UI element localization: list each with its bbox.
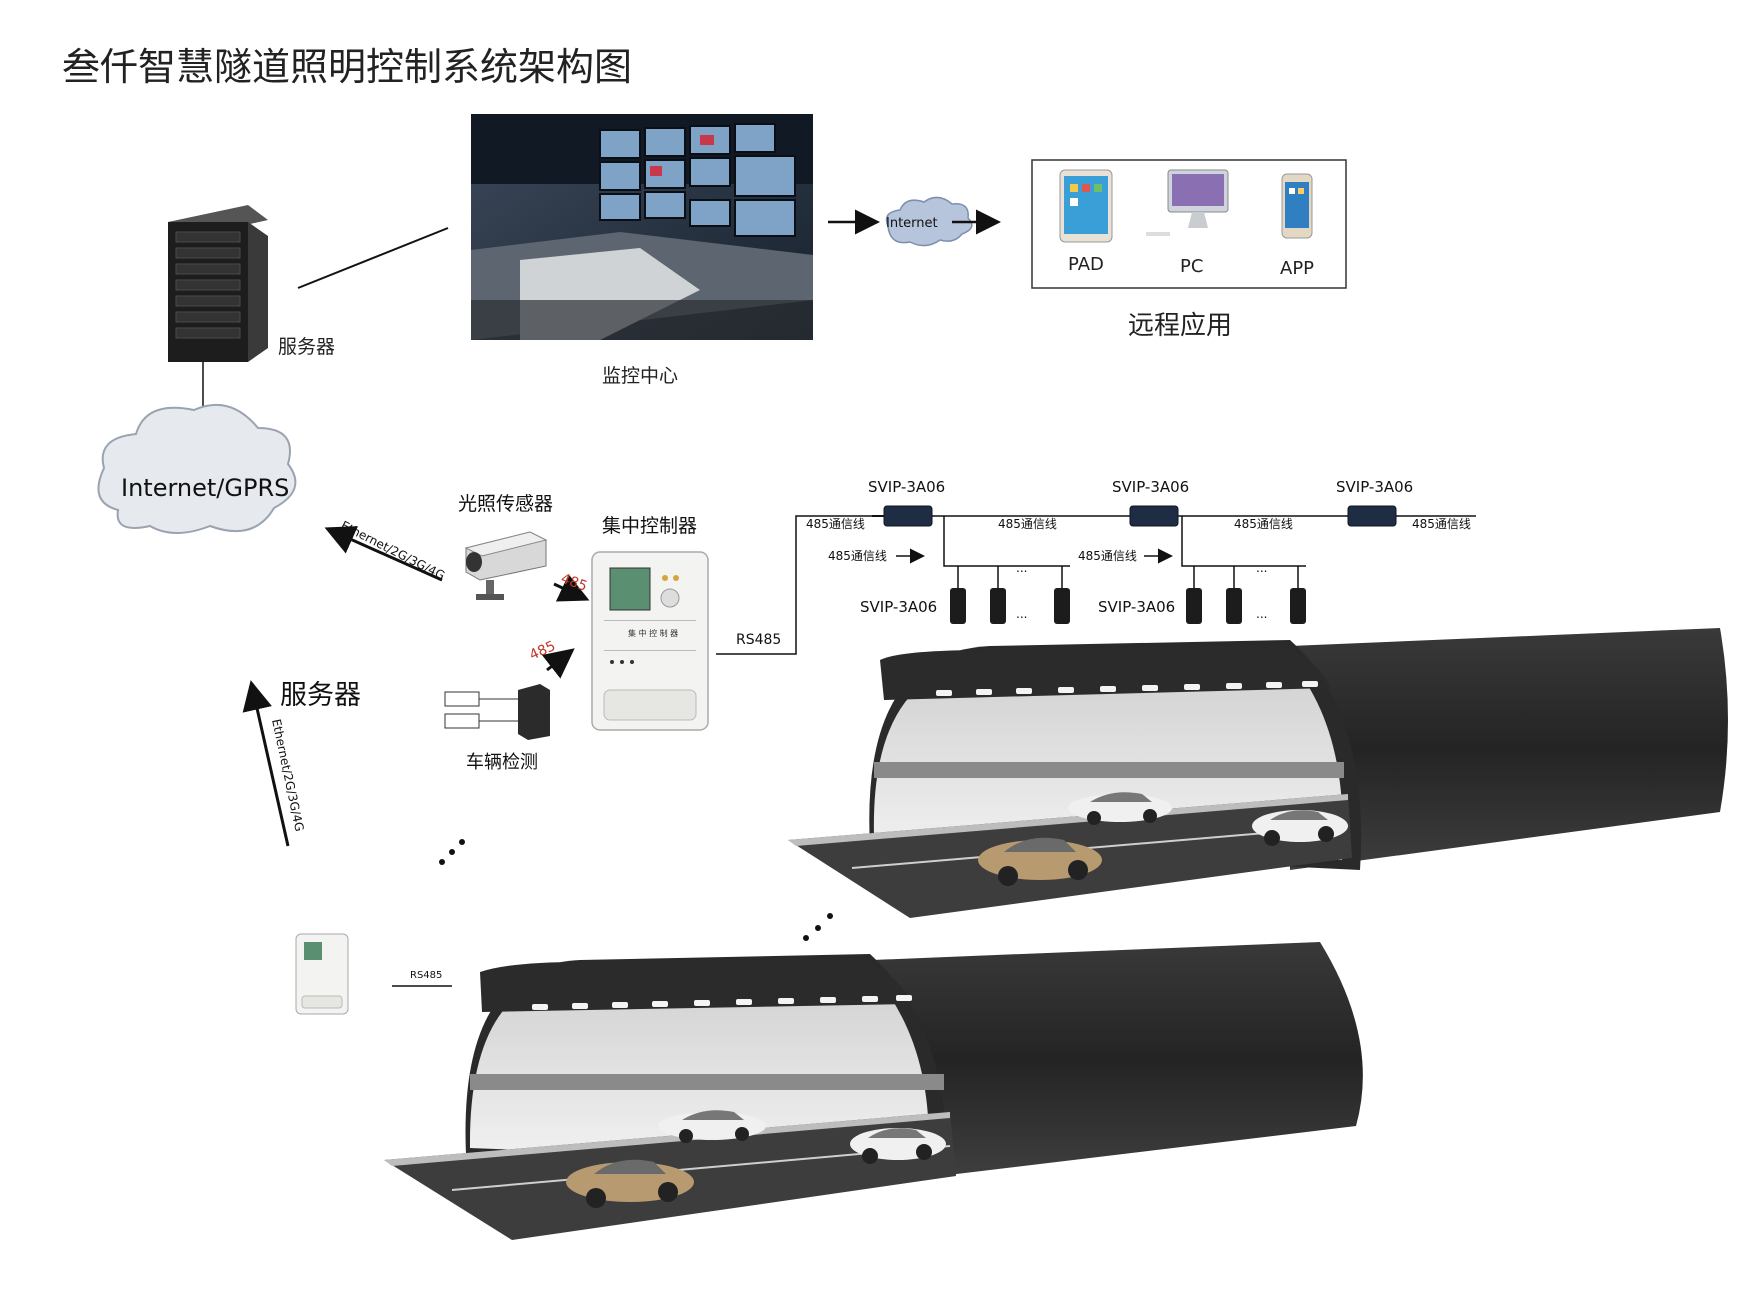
gprs-cloud-icon [97, 403, 297, 534]
remote-apps-title: 远程应用 [1128, 311, 1232, 341]
page-title: 叁仟智慧隧道照明控制系统架构图 [62, 45, 632, 89]
monitoring-center-label: 监控中心 [602, 365, 678, 387]
car-upper-2 [1068, 792, 1172, 825]
car-lower-3 [850, 1128, 946, 1164]
bus-module-2-icon [1129, 505, 1179, 527]
ethernet-label-left: Ethernet/2G/3G/4G [269, 718, 307, 833]
bus-module-label-2: SVIP-3A06 [1112, 478, 1189, 496]
protocol-485-label-a: 485 [559, 571, 590, 595]
rs485-small-label: RS485 [410, 970, 442, 981]
vehicle-detection-label: 车辆检测 [466, 752, 538, 773]
internet-cloud-icon [885, 196, 973, 247]
bus-wire-label-2: 485通信线 [998, 517, 1057, 531]
ethernet-arrow-left [242, 680, 290, 847]
desktop-icon [1146, 169, 1229, 236]
remote-device-label-pad: PAD [1068, 254, 1104, 275]
light-sensor-label: 光照传感器 [458, 493, 553, 515]
driver-label-2: SVIP-3A06 [1098, 598, 1175, 616]
detector-to-controller-arrow [541, 648, 575, 679]
internet-cloud-label: Internet [886, 216, 938, 231]
branch-wire-label-2: 485通信线 [1078, 549, 1137, 563]
small-controller-icon [295, 933, 349, 1015]
ellipsis-driver-2b: ... [1256, 607, 1267, 621]
ellipsis-driver-2a: ... [1256, 561, 1267, 575]
ethernet-label-top: Ethernet/2G/3G/4G [339, 518, 447, 583]
light-sensor-icon [464, 531, 548, 600]
monitoring-center-image [471, 114, 813, 340]
car-lower-2 [658, 1110, 766, 1143]
server-big-label: 服务器 [280, 680, 361, 711]
car-upper-3 [1252, 810, 1348, 846]
branch-wire-label-1: 485通信线 [828, 549, 887, 563]
tablet-icon [1059, 169, 1113, 243]
continuation-dots-1 [439, 839, 465, 865]
driver-group-1-icons [950, 588, 1070, 624]
bus-wire-label-1: 485通信线 [806, 517, 865, 531]
tunnel-upper [788, 628, 1728, 918]
phone-icon [1281, 173, 1313, 239]
bus-wire-label-3: 485通信线 [1234, 517, 1293, 531]
tunnel-lower [384, 942, 1363, 1240]
bus-module-label-3: SVIP-3A06 [1336, 478, 1413, 496]
driver-group-1 [943, 516, 1070, 590]
car-lower-1 [566, 1159, 694, 1208]
car-upper-1 [978, 837, 1102, 886]
bus-module-3-icon [1347, 505, 1397, 527]
ethernet-arrow-top [324, 526, 443, 582]
gprs-cloud-label: Internet/GPRS [121, 474, 289, 502]
controller-panel-text: 集 中 控 制 器 [628, 628, 678, 638]
bus-wire-label-4: 485通信线 [1412, 517, 1471, 531]
continuation-dots-2 [803, 913, 833, 941]
server-label: 服务器 [278, 336, 335, 358]
protocol-485-label-b: 485 [527, 638, 558, 663]
driver-group-2 [1181, 516, 1306, 590]
driver-label-1: SVIP-3A06 [860, 598, 937, 616]
remote-device-label-app: APP [1280, 258, 1314, 279]
vehicle-detector-icon [444, 684, 550, 740]
sensor-to-controller-arrow [553, 574, 590, 602]
server-rack-icon [168, 205, 268, 362]
rs485-main-bus [716, 515, 1476, 655]
ellipsis-driver-1a: ... [1016, 561, 1027, 575]
bus-module-1-icon [872, 505, 933, 527]
remote-device-label-pc: PC [1180, 256, 1203, 277]
controller-device-icon [591, 551, 709, 731]
bus-module-label-1: SVIP-3A06 [868, 478, 945, 496]
driver-group-2-icons [1186, 588, 1306, 624]
rs485-main-label: RS485 [736, 632, 781, 648]
ellipsis-driver-1b: ... [1016, 607, 1027, 621]
controller-label: 集中控制器 [602, 515, 697, 537]
server-to-monitor-line [297, 227, 449, 289]
